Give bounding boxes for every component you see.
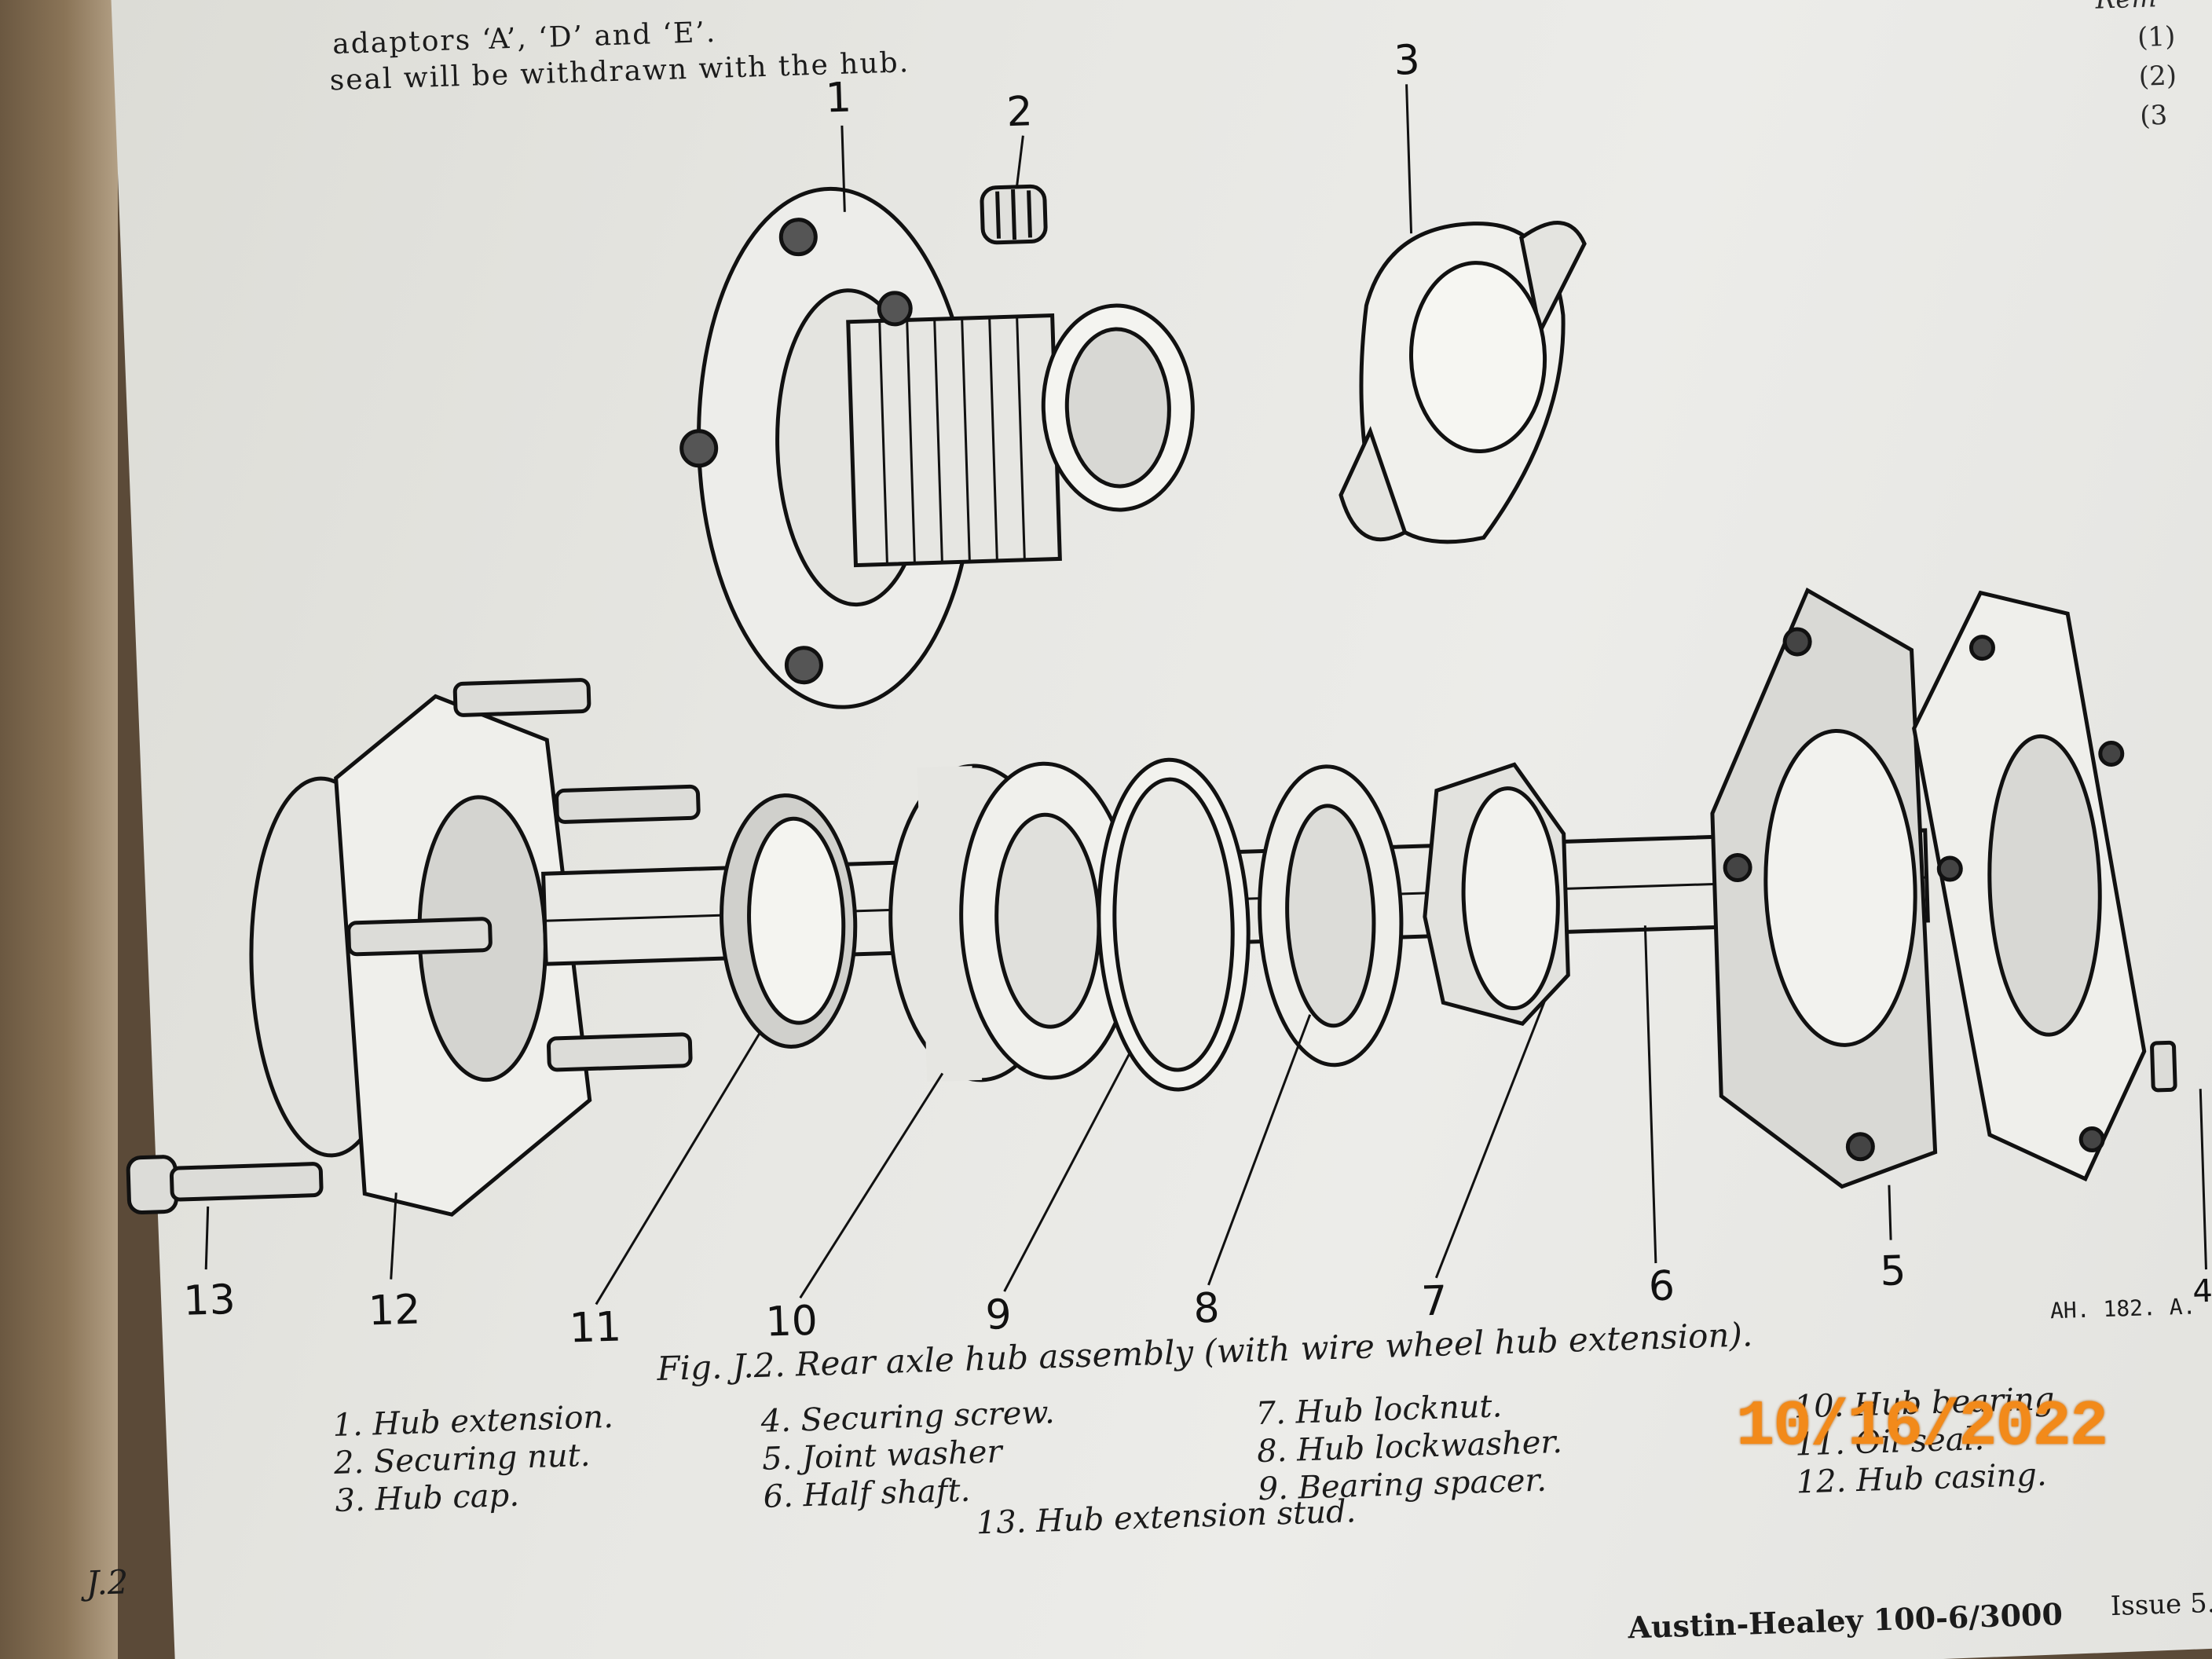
securing-nut-drawing <box>980 184 1048 245</box>
part-label-3: 3 <box>1393 36 1421 85</box>
oil-seal-drawing <box>720 793 858 1049</box>
part-label-13: 13 <box>182 1276 236 1325</box>
hub-extension-drawing <box>679 186 1195 709</box>
hub-lockwasher-drawing <box>1258 764 1404 1068</box>
part-label-2: 2 <box>1005 88 1034 137</box>
part-label-1: 1 <box>824 74 852 123</box>
casing-studs-drawing <box>346 678 701 1072</box>
hub-bearing-drawing <box>888 761 1137 1082</box>
part-label-8: 8 <box>1192 1284 1221 1333</box>
part-label-11: 11 <box>568 1303 622 1353</box>
hub-cap-drawing <box>1339 221 1587 544</box>
book-spine-edge <box>0 0 118 1659</box>
legend-column-2: 4. Securing screw. 5. Joint washer 6. Ha… <box>760 1393 1057 1516</box>
hub-extension-stud-drawing <box>126 1155 324 1215</box>
issue-number: Issue 5. (7 <box>2110 1586 2212 1623</box>
part-label-6: 6 <box>1647 1262 1675 1311</box>
bearing-spacer-drawing <box>1097 757 1251 1092</box>
camera-date-stamp: 10/16/2022 <box>1736 1390 2108 1463</box>
joint-washer-drawing <box>1710 587 1938 1189</box>
part-label-5: 5 <box>1879 1247 1907 1296</box>
figure-reference: AH. 182. A. <box>2049 1293 2196 1324</box>
securing-screw-drawing <box>2150 1040 2177 1093</box>
part-label-10: 10 <box>764 1297 819 1346</box>
legend-column-3: 7. Hub locknut. 8. Hub lockwasher. 9. Be… <box>1255 1386 1564 1508</box>
hub-casing-drawing <box>249 694 592 1217</box>
retainer-plate-drawing <box>1912 590 2147 1182</box>
part-label-12: 12 <box>368 1286 422 1335</box>
hub-locknut-drawing <box>1423 762 1570 1027</box>
page-reference: J.2 <box>85 1562 130 1602</box>
part-label-7: 7 <box>1420 1277 1448 1326</box>
leader-lines <box>204 84 2207 1306</box>
legend-column-1: 1. Hub extension. 2. Securing nut. 3. Hu… <box>332 1398 617 1520</box>
part-label-9: 9 <box>984 1291 1013 1339</box>
